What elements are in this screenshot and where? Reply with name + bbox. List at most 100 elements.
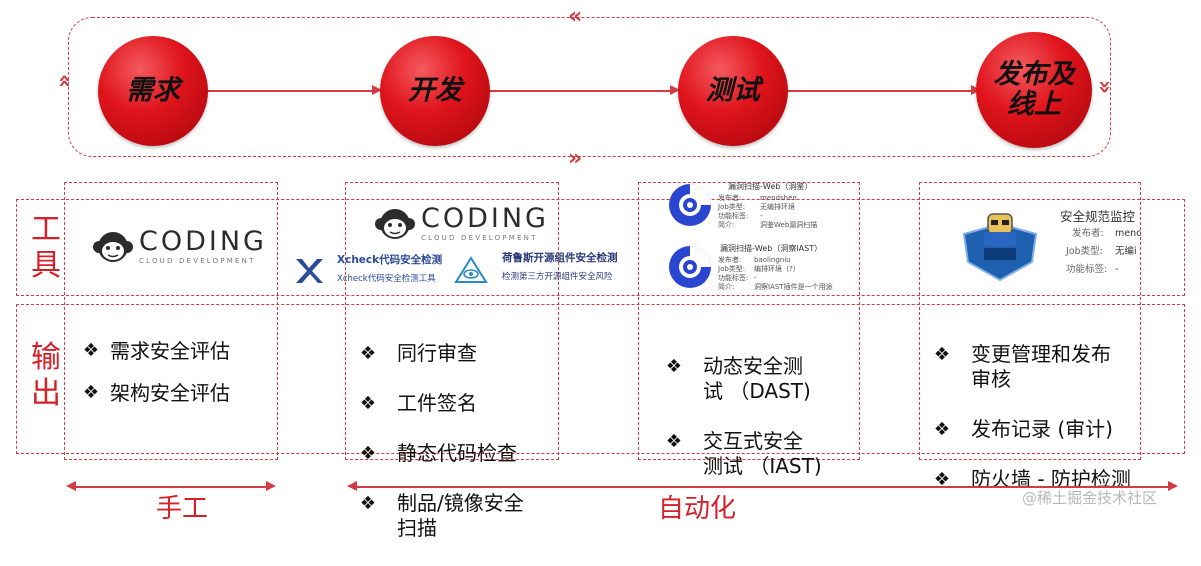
coding-wordmark: CODING	[421, 203, 549, 234]
watermark: @稀土掘金技术社区	[1022, 489, 1158, 507]
xcheck-subtitle: Xcheck代码安全检测工具	[337, 274, 436, 284]
coding-logo: CODING CLOUD DEVELOPMENT	[93, 228, 267, 266]
release-card-title: 安全规范监控	[1060, 209, 1136, 224]
row-label-text: 工具	[31, 212, 61, 283]
dast-scanner-icon	[666, 181, 714, 229]
stage-label: 开发	[408, 75, 462, 106]
iast-card-value: -	[754, 274, 757, 282]
dast-card-label: 发布者:	[718, 194, 742, 202]
list-item: ❖动态安全测 试 （DAST)	[663, 354, 822, 404]
dast-card-value: mendshen	[760, 194, 797, 202]
column-test	[638, 182, 860, 460]
lifecycle-loop	[68, 17, 1111, 157]
manual-label: 手工	[156, 494, 209, 524]
dast-card-label: Job类型:	[718, 203, 746, 211]
flow-line	[487, 90, 673, 92]
iast-card-value: 洞察IAST插件是一个用途	[754, 283, 833, 291]
stage-label: 发布及 线上	[993, 59, 1075, 120]
row-label-output: 输出	[26, 340, 66, 412]
tools-row	[16, 199, 1185, 296]
arrow-right-icon	[1168, 481, 1178, 491]
release-card-value: menc	[1115, 228, 1142, 239]
diamond-bullet-icon: ❖	[82, 340, 100, 361]
iast-card-value: 编排环境（?）	[754, 265, 800, 273]
list-item: ❖同行审查	[357, 341, 524, 366]
arrow-right-icon	[266, 481, 276, 491]
diamond-bullet-icon: ❖	[82, 382, 100, 403]
dast-card-value: -	[760, 212, 763, 220]
release-card-value: -	[1115, 264, 1119, 275]
column-release	[919, 182, 1141, 460]
iast-card-label: 简介:	[718, 283, 735, 291]
arrow-head-icon	[372, 85, 382, 95]
diamond-bullet-icon: ❖	[359, 493, 377, 514]
iast-card-label: 发布者:	[718, 256, 742, 264]
output-row	[16, 304, 1185, 454]
diamond-bullet-icon: ❖	[359, 443, 377, 464]
iast-card-title: 漏洞扫描-Web（洞察IAST）	[720, 244, 823, 253]
list-item: ❖架构安全评估	[80, 372, 230, 414]
xcheck-title: Xcheck代码安全检测	[337, 254, 443, 266]
dast-card-title: 漏洞扫描-Web（洞鉴）	[728, 182, 813, 191]
list-item: ❖变更管理和发布 审核	[931, 342, 1131, 392]
list-item: ❖制品/镜像安全 扫描	[357, 491, 524, 541]
stage-label: 测试	[706, 75, 760, 106]
release-card-label: 功能标签:	[1066, 264, 1108, 275]
list-item: ❖静态代码检查	[357, 441, 524, 466]
diamond-bullet-icon: ❖	[359, 343, 377, 364]
eye-triangle-icon	[454, 256, 488, 284]
chevron-up-icon: «	[1092, 79, 1118, 95]
flow-line	[786, 90, 974, 92]
arrow-left-icon	[66, 481, 76, 491]
arrow-left-icon	[347, 481, 357, 491]
release-card-value: 无编i	[1115, 246, 1137, 257]
dast-card-value: 洞鉴Web漏洞扫描	[760, 221, 818, 229]
helus-title: 荷鲁斯开源组件安全检测	[502, 252, 618, 264]
diamond-bullet-icon: ❖	[933, 419, 951, 440]
coding-wordmark: CODING	[139, 226, 267, 257]
chevron-down-icon: »	[52, 73, 78, 89]
dast-card-value: 无编排环境	[760, 203, 795, 211]
chevron-left-icon: «	[568, 4, 583, 29]
row-label-text: 输出	[31, 340, 61, 411]
diamond-bullet-icon: ❖	[665, 431, 683, 452]
stage-development: 开发	[380, 36, 490, 146]
stage-testing: 测试	[678, 36, 788, 146]
column-manual	[64, 182, 278, 460]
stage-label: 需求	[126, 75, 180, 106]
list-item: ❖发布记录 (审计)	[931, 417, 1131, 442]
chevron-right-icon: »	[568, 146, 583, 171]
manual-span-arrow	[74, 486, 268, 488]
release-card-label: 发布者:	[1072, 228, 1104, 239]
diamond-bullet-icon: ❖	[665, 356, 683, 377]
stage-release: 发布及 线上	[976, 32, 1092, 148]
iast-card-label: 功能标签:	[718, 274, 749, 282]
list-item: ❖工件签名	[357, 391, 524, 416]
diamond-bullet-icon: ❖	[359, 393, 377, 414]
column-dev	[345, 182, 559, 460]
iast-card-label: Job类型:	[718, 265, 746, 273]
auto-span-arrow	[355, 486, 1170, 488]
flow-line	[208, 90, 376, 92]
guard-shield-icon	[960, 210, 1040, 284]
manual-output-list: ❖需求安全评估 ❖架构安全评估	[80, 330, 230, 414]
arrow-head-icon	[670, 85, 680, 95]
list-item: ❖需求安全评估	[80, 330, 230, 372]
diamond-bullet-icon: ❖	[933, 469, 951, 490]
monkey-icon	[375, 206, 415, 242]
dast-card-label: 功能标签:	[718, 212, 749, 220]
list-item: ❖交互式安全 测试 （IAST)	[663, 429, 822, 479]
dast-card-label: 简介:	[718, 221, 735, 229]
release-output-list: ❖变更管理和发布 审核 ❖发布记录 (审计) ❖防火墙 - 防护检测	[931, 317, 1131, 517]
dev-output-list: ❖同行审查 ❖工件签名 ❖静态代码检查 ❖制品/镜像安全 扫描	[357, 316, 524, 566]
iast-scanner-icon	[666, 243, 714, 291]
auto-label: 自动化	[658, 494, 737, 524]
coding-tagline: CLOUD DEVELOPMENT	[139, 257, 256, 265]
row-label-tools: 工具	[26, 212, 66, 284]
xcheck-logo-icon	[294, 257, 324, 285]
release-card-label: Job类型:	[1066, 246, 1103, 257]
coding-logo: CODING CLOUD DEVELOPMENT	[375, 205, 549, 243]
monkey-icon	[93, 229, 133, 265]
coding-tagline: CLOUD DEVELOPMENT	[421, 234, 538, 242]
stage-requirements: 需求	[98, 36, 208, 146]
